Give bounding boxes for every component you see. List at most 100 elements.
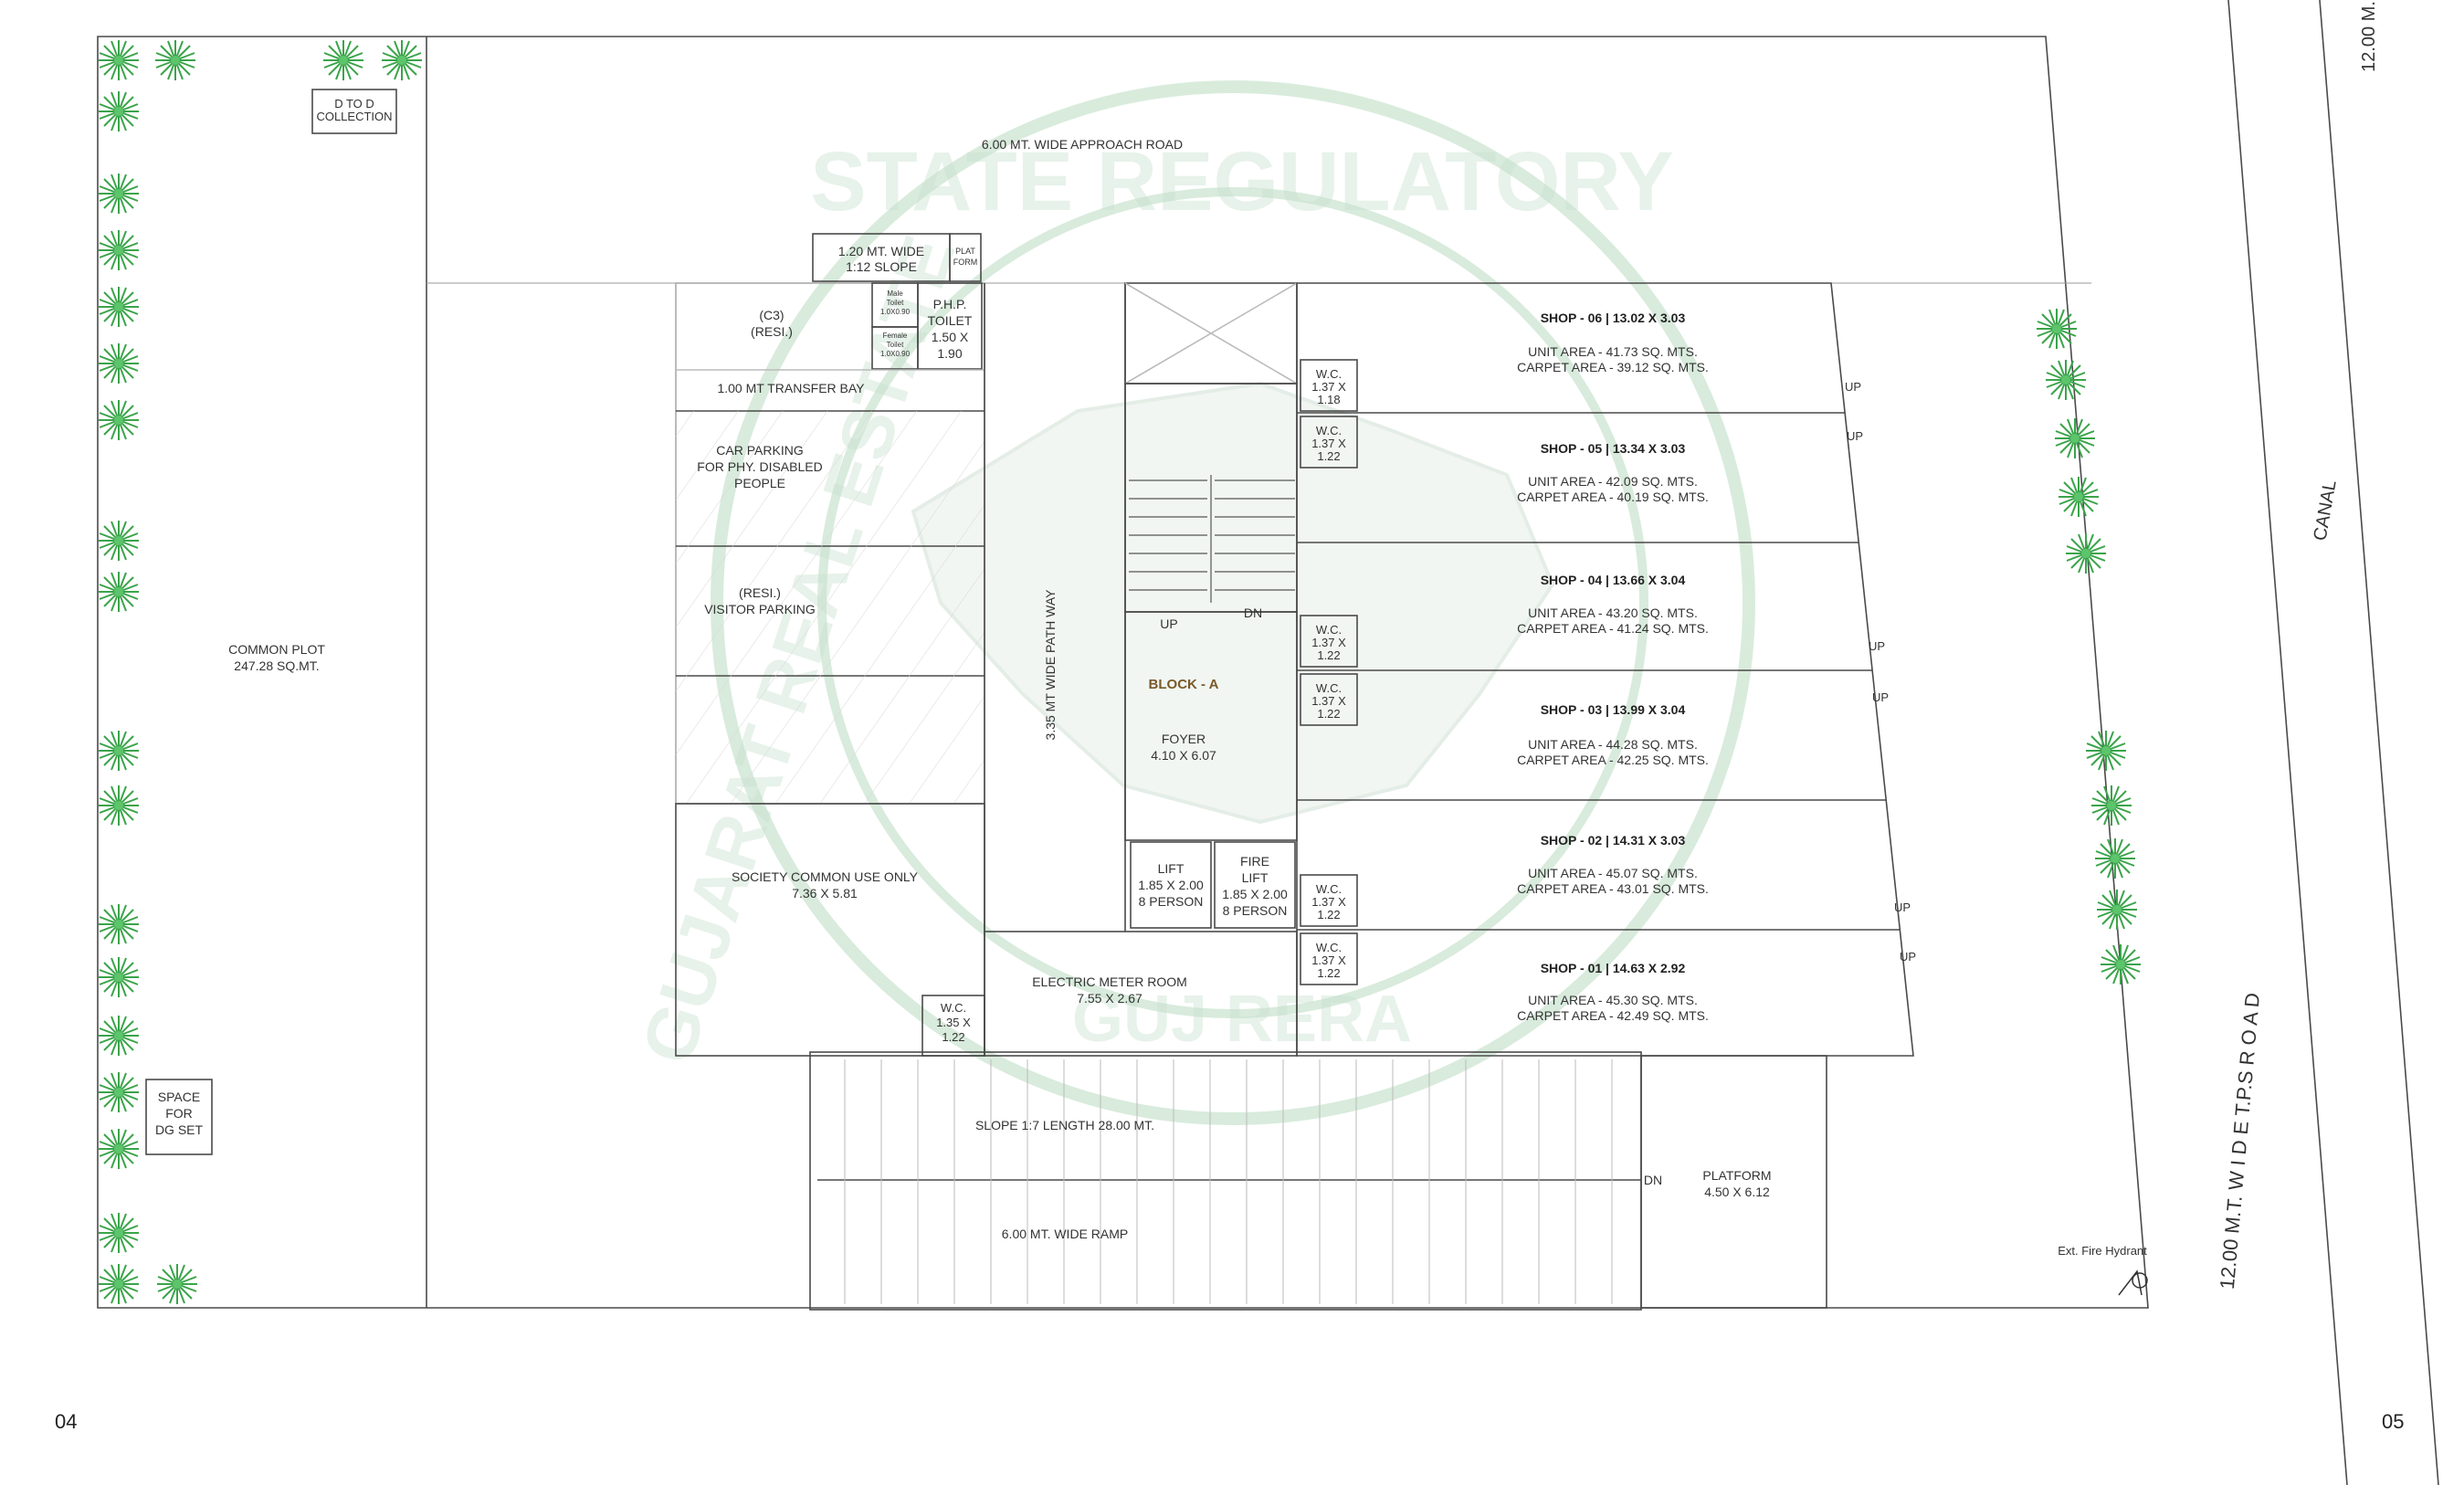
wc-small-line1: W.C.: [941, 1001, 966, 1015]
c3-line2: (RESI.): [751, 324, 793, 339]
slope-box-line2: 1:12 SLOPE: [846, 259, 917, 274]
c3-line1: (C3): [759, 308, 784, 322]
d-to-d-line1: D TO D: [334, 97, 374, 111]
male-toilet-line1: Male: [887, 290, 903, 298]
male-toilet-line3: 1.0X0.90: [880, 308, 911, 316]
php-toilet-line4: 1.90: [937, 346, 962, 361]
common-plot-label: COMMON PLOT: [228, 642, 325, 657]
shop-01-unit: UNIT AREA - 45.30 SQ. MTS.: [1528, 993, 1698, 1007]
shop-wc-1-line1: W.C.: [1316, 367, 1342, 381]
visitor-parking-line2: VISITOR PARKING: [704, 602, 816, 616]
wc-small-line2: 1.35 X: [936, 1016, 971, 1029]
page-number-left: 04: [55, 1410, 78, 1433]
foyer-line1: FOYER: [1162, 732, 1206, 746]
shop-05-title: SHOP - 05 | 13.34 X 3.03: [1541, 441, 1686, 456]
shop-04-carpet: CARPET AREA - 41.24 SQ. MTS.: [1517, 621, 1709, 636]
electric-room-line1: ELECTRIC METER ROOM: [1032, 974, 1187, 989]
shops-group: SHOP - 06 | 13.02 X 3.03 UNIT AREA - 41.…: [1517, 311, 1709, 1023]
shop-wc-2-line1: W.C.: [1316, 424, 1342, 437]
shop-02-unit: UNIT AREA - 45.07 SQ. MTS.: [1528, 866, 1698, 880]
shop-wc-1-line3: 1.18: [1317, 393, 1340, 406]
fire-lift-line2: LIFT: [1242, 870, 1269, 885]
society-common-line1: SOCIETY COMMON USE ONLY: [732, 869, 919, 884]
ramp-dn-label: DN: [1644, 1173, 1662, 1187]
shop-06-carpet: CARPET AREA - 39.12 SQ. MTS.: [1517, 360, 1709, 374]
shop-01-carpet: CARPET AREA - 42.49 SQ. MTS.: [1517, 1008, 1709, 1023]
shop-wc-6-line2: 1.37 X: [1311, 953, 1346, 967]
electric-room-line2: 7.55 X 2.67: [1077, 991, 1142, 1006]
tp-road-label: 12.00 M.T. W I D E T.P.S R O A D: [2216, 992, 2264, 1290]
php-toilet-line3: 1.50 X: [932, 330, 969, 344]
dg-set-line3: DG SET: [155, 1122, 204, 1137]
society-common-line2: 7.36 X 5.81: [792, 886, 858, 900]
female-toilet-line3: 1.0X0.90: [880, 350, 911, 358]
common-plot-area: 247.28 SQ.MT.: [234, 658, 319, 673]
shop-wc-5-line2: 1.37 X: [1311, 895, 1346, 909]
shop-02-title: SHOP - 02 | 14.31 X 3.03: [1541, 833, 1686, 848]
shop-06-unit: UNIT AREA - 41.73 SQ. MTS.: [1528, 344, 1698, 359]
female-toilet-line2: Toilet: [887, 341, 904, 349]
fire-lift-line4: 8 PERSON: [1223, 903, 1288, 918]
disabled-parking-line1: CAR PARKING: [716, 443, 803, 458]
shop-wc-1-line2: 1.37 X: [1311, 380, 1346, 394]
female-toilet-line1: Female: [883, 332, 908, 340]
up-marker-1: UP: [1845, 380, 1861, 394]
shop-03-unit: UNIT AREA - 44.28 SQ. MTS.: [1528, 737, 1698, 752]
shop-wc-6-line1: W.C.: [1316, 941, 1342, 954]
lift-line2: 1.85 X 2.00: [1138, 878, 1204, 892]
shop-01-title: SHOP - 01 | 14.63 X 2.92: [1541, 961, 1686, 975]
shop-03-carpet: CARPET AREA - 42.25 SQ. MTS.: [1517, 753, 1709, 767]
ramp-slope-label: SLOPE 1:7 LENGTH 28.00 MT.: [975, 1118, 1154, 1132]
lift-line3: 8 PERSON: [1139, 894, 1204, 909]
site-boundary: [97, 36, 2149, 1309]
shop-wc-3-line2: 1.37 X: [1311, 636, 1346, 649]
php-toilet-line1: P.H.P.: [933, 297, 967, 311]
shop-wc-5-line3: 1.22: [1317, 908, 1340, 922]
lift-line1: LIFT: [1158, 861, 1185, 876]
shop-wc-4-line1: W.C.: [1316, 681, 1342, 695]
wc-small-line3: 1.22: [942, 1030, 964, 1044]
platform-line1: PLATFORM: [1702, 1168, 1771, 1183]
shop-wc-3-line3: 1.22: [1317, 648, 1340, 662]
slope-box-line1: 1.20 MT. WIDE: [838, 244, 924, 258]
php-toilet-line2: TOILET: [928, 313, 973, 328]
ramp-width-label: 6.00 MT. WIDE RAMP: [1002, 1227, 1128, 1241]
fire-lift-line3: 1.85 X 2.00: [1222, 887, 1288, 901]
stair-up-label: UP: [1160, 616, 1177, 631]
shop-wc-2-line3: 1.22: [1317, 449, 1340, 463]
foyer-line2: 4.10 X 6.07: [1151, 748, 1216, 763]
approach-road-label: 6.00 MT. WIDE APPROACH ROAD: [982, 137, 1183, 152]
male-toilet-line2: Toilet: [887, 299, 904, 307]
shop-wc-2-line2: 1.37 X: [1311, 437, 1346, 450]
disabled-parking-line3: PEOPLE: [734, 476, 785, 490]
dg-set-line1: SPACE: [158, 1090, 200, 1104]
shop-wc-6-line3: 1.22: [1317, 966, 1340, 980]
shop-wc-3-line1: W.C.: [1316, 623, 1342, 637]
fire-lift-line1: FIRE: [1240, 854, 1269, 869]
top-road-label: 12.00 M.: [2359, 1, 2379, 72]
shop-05-unit: UNIT AREA - 42.09 SQ. MTS.: [1528, 474, 1698, 489]
shop-04-title: SHOP - 04 | 13.66 X 3.04: [1541, 573, 1686, 587]
shop-05-carpet: CARPET AREA - 40.19 SQ. MTS.: [1517, 490, 1709, 504]
path-way-label: 3.35 MT WIDE PATH WAY: [1043, 589, 1058, 741]
disabled-parking-line2: FOR PHY. DISABLED: [697, 459, 822, 474]
shop-06-title: SHOP - 06 | 13.02 X 3.03: [1541, 311, 1686, 325]
shop-03-title: SHOP - 03 | 13.99 X 3.04: [1541, 702, 1686, 717]
block-a-label: BLOCK - A: [1149, 677, 1219, 692]
up-marker-2: UP: [1847, 429, 1863, 443]
shop-02-carpet: CARPET AREA - 43.01 SQ. MTS.: [1517, 881, 1709, 896]
plat-form-line1: PLAT: [955, 247, 975, 256]
d-to-d-line2: COLLECTION: [316, 110, 392, 123]
fire-hydrant-icon: [2118, 1269, 2143, 1296]
shop-wc-4-line3: 1.22: [1317, 707, 1340, 721]
up-marker-6: UP: [1900, 950, 1916, 964]
plat-form-line2: FORM: [953, 258, 978, 267]
visitor-parking-line1: (RESI.): [739, 585, 781, 600]
fire-hydrant-label: Ext. Fire Hydrant: [2058, 1244, 2147, 1258]
platform-line2: 4.50 X 6.12: [1704, 1185, 1770, 1199]
shop-wc-5-line1: W.C.: [1316, 882, 1342, 896]
up-marker-4: UP: [1872, 690, 1889, 704]
shop-04-unit: UNIT AREA - 43.20 SQ. MTS.: [1528, 606, 1698, 620]
transfer-bay-label: 1.00 MT TRANSFER BAY: [717, 381, 865, 395]
stair-dn-label: DN: [1244, 606, 1262, 620]
